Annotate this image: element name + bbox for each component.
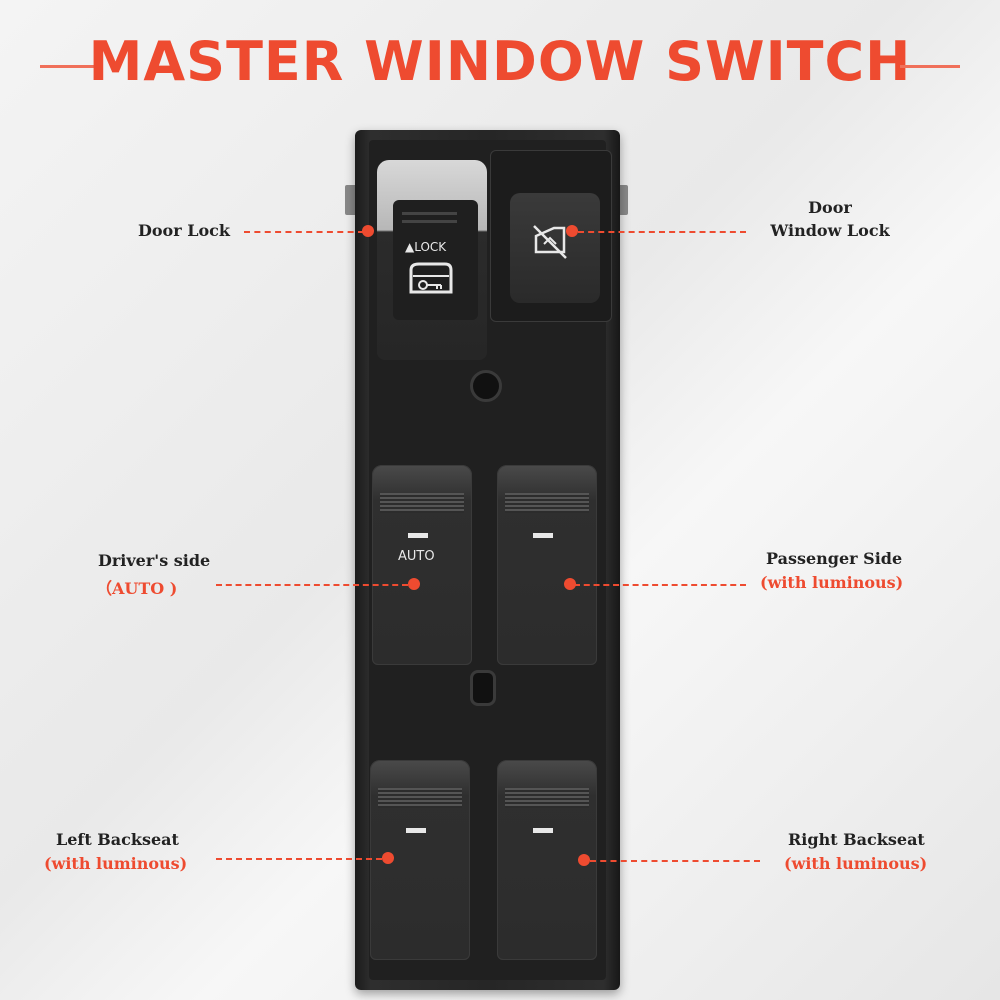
screw-hole bbox=[470, 370, 502, 402]
title-rule-right bbox=[900, 65, 960, 68]
window-lock-marker bbox=[566, 225, 578, 237]
right-backseat-label-line1: Right Backseat bbox=[788, 830, 925, 849]
passenger-label-line1: Passenger Side bbox=[766, 549, 903, 568]
lock-rib bbox=[402, 212, 457, 215]
indicator-light bbox=[533, 533, 553, 538]
lock-rib bbox=[402, 220, 457, 223]
driver-window-switch[interactable]: AUTO bbox=[372, 465, 472, 665]
indicator-light bbox=[533, 828, 553, 833]
left-backseat-marker bbox=[382, 852, 394, 864]
passenger-leader bbox=[574, 584, 746, 586]
left-backseat-label-line1: Left Backseat bbox=[56, 830, 179, 849]
indicator-light bbox=[408, 533, 428, 538]
screw-hole bbox=[470, 670, 496, 706]
passenger-marker bbox=[564, 578, 576, 590]
door-lock-marker bbox=[362, 225, 374, 237]
lock-text: ▲LOCK bbox=[405, 240, 447, 254]
title-rule-left bbox=[40, 65, 95, 68]
switch-ribs bbox=[378, 788, 462, 808]
window-lock-label-line1: Door bbox=[808, 198, 852, 217]
window-lock-label-line2: Window Lock bbox=[770, 221, 890, 240]
left-backseat-leader bbox=[216, 858, 382, 860]
passenger-window-switch[interactable] bbox=[497, 465, 597, 665]
switch-ribs bbox=[505, 493, 589, 513]
switch-ribs bbox=[505, 788, 589, 808]
title-banner: MASTER WINDOW SWITCH bbox=[0, 30, 1000, 100]
switch-ribs bbox=[380, 493, 464, 513]
indicator-light bbox=[406, 828, 426, 833]
left-backseat-label-line2: (with luminous) bbox=[44, 854, 188, 873]
right-backseat-label-line2: (with luminous) bbox=[784, 854, 928, 873]
driver-label-line2: （AUTO ) bbox=[96, 579, 178, 598]
driver-label-line1: Driver's side bbox=[98, 551, 211, 570]
driver-leader bbox=[216, 584, 408, 586]
window-lock-leader bbox=[578, 231, 746, 233]
passenger-label-line2: (with luminous) bbox=[760, 573, 904, 592]
right-backseat-leader bbox=[590, 860, 760, 862]
door-lock-leader bbox=[244, 231, 364, 233]
driver-marker bbox=[408, 578, 420, 590]
window-lock-icon bbox=[533, 225, 567, 259]
right-backseat-marker bbox=[578, 854, 590, 866]
car-door-key-icon bbox=[409, 262, 453, 294]
door-lock-label: Door Lock bbox=[138, 221, 230, 240]
page-title: MASTER WINDOW SWITCH bbox=[88, 30, 912, 93]
auto-text: AUTO bbox=[398, 549, 435, 564]
